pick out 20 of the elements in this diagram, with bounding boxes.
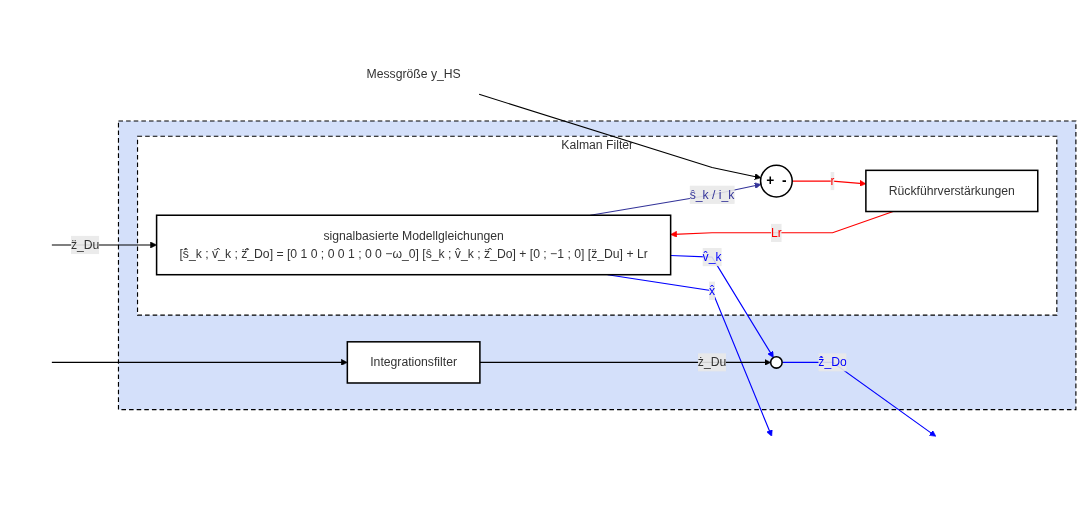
edge-label: ż_Du <box>697 355 727 369</box>
arrow <box>479 358 771 366</box>
node-circle: + - <box>759 164 793 198</box>
node-circle <box>769 355 783 369</box>
arrow <box>51 358 348 366</box>
edge-label: r <box>830 174 835 188</box>
arrow <box>478 93 762 180</box>
node-box: signalbasierte Modellgleichungen [ṡ̂_k ; v̇̂_k ; z̈̇̂_Do] = [0 1 0 ; 0 0 1 ; 0 0 −ω_0] [ŝ_k ; v̂_k ; z̈̂_Do] + [0 ; −1 ; 0] [z̈_Du] + Lr <box>155 214 672 276</box>
node-box: Integrationsfilter <box>346 340 481 384</box>
arrow <box>670 210 894 238</box>
edge-label: Lr <box>770 225 782 239</box>
edge-label: ŝ_k / i_k <box>689 187 735 201</box>
edge-label: x̂ <box>709 283 716 297</box>
edge-label: ż̂_Do <box>818 355 847 369</box>
node-box: Rückführverstärkungen <box>865 169 1039 213</box>
arrow <box>670 254 774 358</box>
cluster <box>117 120 1077 411</box>
edge-label: z̈_Du <box>70 237 100 251</box>
edge-label: v̂_k <box>702 250 722 264</box>
node-text: Messgröße y_HS <box>366 66 461 80</box>
